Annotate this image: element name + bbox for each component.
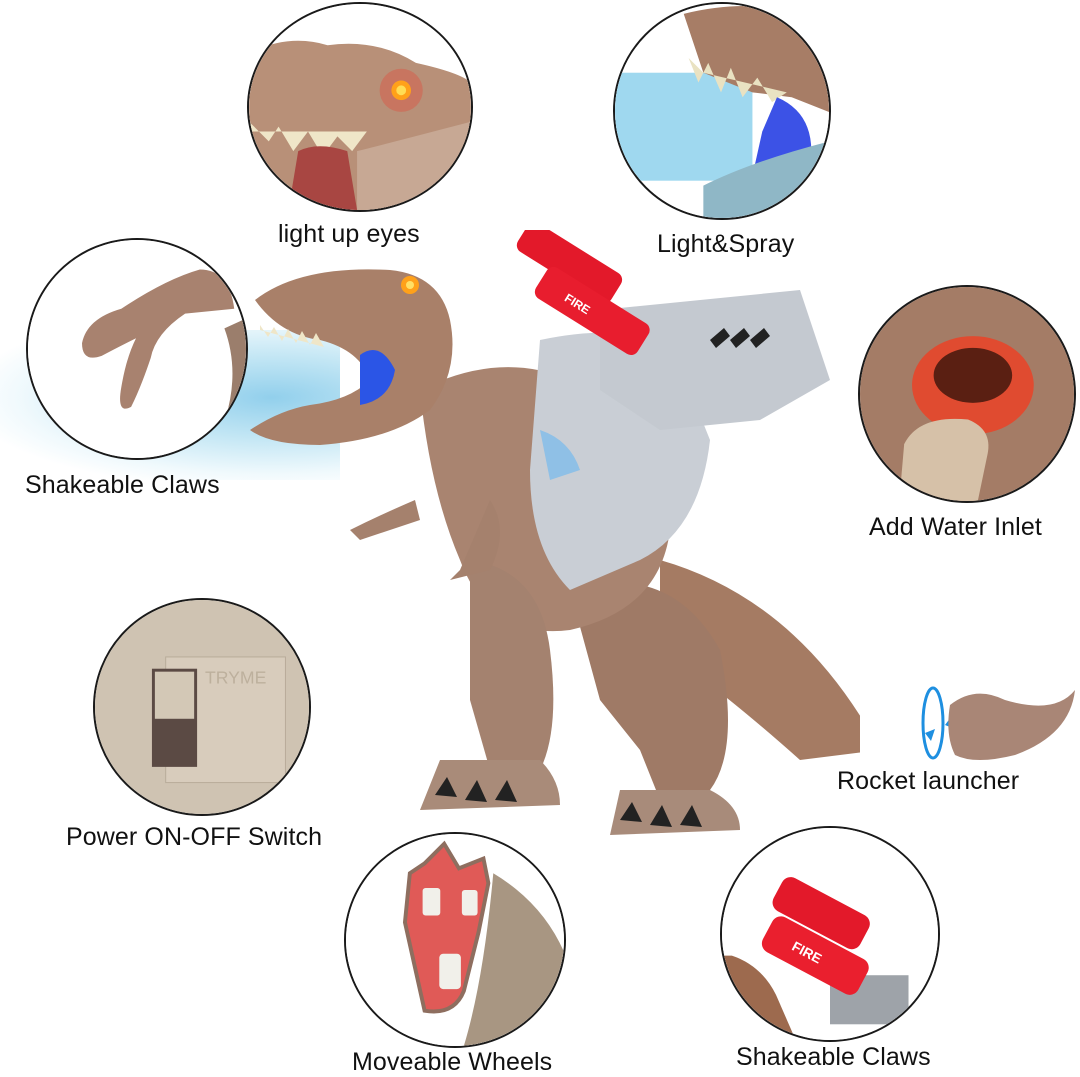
label-power-switch: Power ON-OFF Switch [66, 823, 323, 851]
feature-circle-spray [613, 2, 831, 220]
feature-circle-wheels [344, 832, 566, 1048]
dino-claw-closeup [28, 240, 246, 458]
feature-circle-switch: TRYME [93, 598, 311, 816]
svg-text:TRYME: TRYME [205, 667, 267, 687]
feature-circle-claws-left [26, 238, 248, 460]
rotate-arrow-icon [921, 686, 1075, 760]
water-inlet-closeup [860, 287, 1074, 501]
power-switch-closeup: TRYME [95, 600, 309, 814]
t-rex-toy-illustration: FIRE [250, 222, 880, 835]
label-shakeable-claws-left: Shakeable Claws [25, 471, 220, 499]
feature-circle-eyes [247, 2, 473, 212]
feature-circle-water [858, 285, 1076, 503]
label-moveable-wheels: Moveable Wheels [352, 1048, 553, 1076]
detachable-tail [905, 675, 1080, 770]
rocket-launcher-closeup: FIRE [722, 828, 938, 1040]
label-add-water-inlet: Add Water Inlet [869, 513, 1042, 541]
main-dinosaur: FIRE [240, 222, 880, 860]
label-shakeable-claws-bottom: Shakeable Claws [736, 1043, 931, 1071]
feature-circle-claws-bottom: FIRE [720, 826, 940, 1042]
label-light-spray: Light&Spray [657, 230, 795, 258]
wheel-base-closeup [346, 834, 564, 1046]
label-rocket-launcher: Rocket launcher [837, 767, 1020, 795]
label-light-up-eyes: light up eyes [278, 220, 420, 248]
dino-head-eye-closeup [249, 4, 471, 210]
dino-mouth-spray-closeup [615, 4, 829, 218]
